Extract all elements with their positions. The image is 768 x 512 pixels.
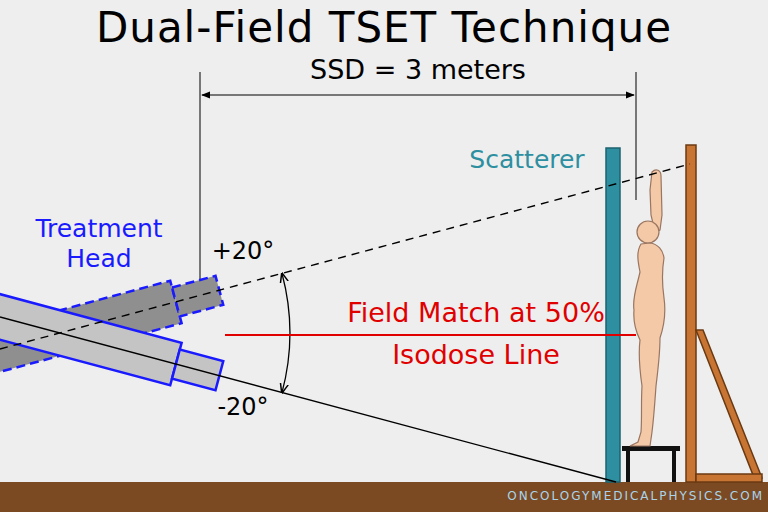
note-label: Field Match at 50% Isodose Line [345,292,607,376]
frame-foot [696,474,762,482]
part-label: Treatment Head [4,214,194,274]
frame-post [686,145,696,482]
floor [0,482,768,512]
extension-line [636,72,637,200]
scatterer-screen [606,148,620,482]
field-match-line [225,334,636,336]
angle-arc [282,274,290,393]
stool-leg [672,451,676,482]
dimension-label: SSD = 3 meters [310,54,526,85]
title: Dual-Field TSET Technique [96,4,672,52]
stool-leg [626,451,630,482]
angle-label: +20° [212,238,275,266]
stool [622,446,680,451]
dimension-line [202,94,634,95]
extension-line [200,72,201,285]
part-label: Scatterer [469,146,584,175]
watermark: ONCOLOGYMEDICALPHYSICS.COM [507,490,764,504]
frame-brace [696,330,762,480]
treatment-head-lower [0,291,225,397]
angle-label: -20° [217,394,268,422]
patient [630,170,665,446]
